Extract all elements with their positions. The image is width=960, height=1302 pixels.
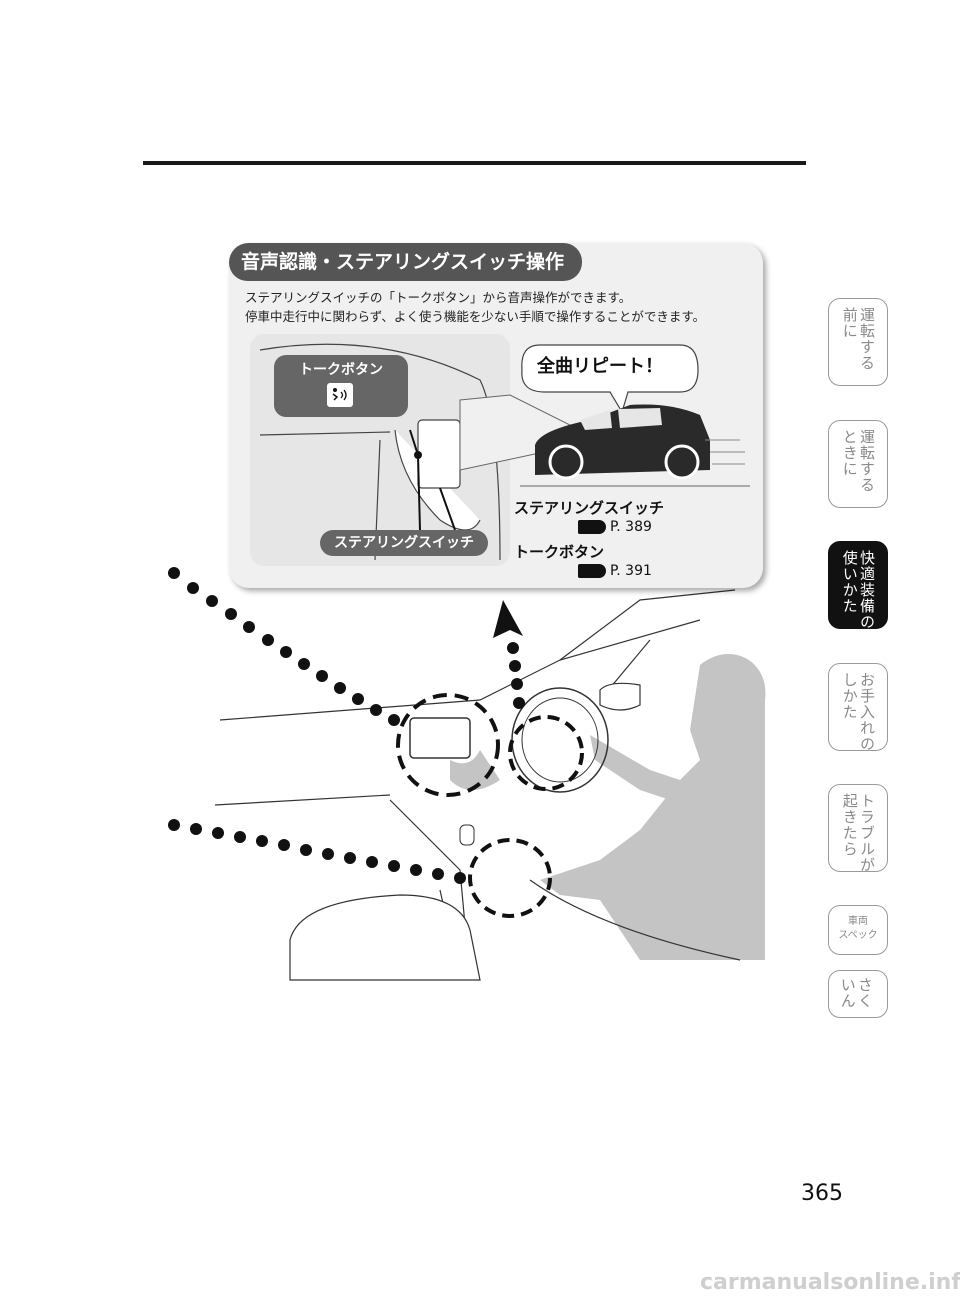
- description-line-2: 停車中走行中に関わらず、よく使う機能を少ない手順で操作することができます。: [245, 309, 706, 324]
- tab-index-label: さく いん: [838, 977, 874, 1009]
- driver-arm: [590, 735, 680, 800]
- ref-steering-page[interactable]: P. 389: [578, 519, 652, 535]
- pointing-hand-icon: [578, 564, 606, 578]
- tab-before-driving-label: 運転する 前に: [840, 307, 876, 371]
- watermark: carmanualsonline.info: [700, 1270, 960, 1295]
- driver-silhouette: [540, 653, 766, 960]
- header-rule: [143, 161, 806, 165]
- description-line-1: ステアリングスイッチの「トークボタン」から音声操作ができます。: [245, 290, 632, 305]
- steering-switch-pill: ステアリングスイッチ: [320, 530, 488, 556]
- talk-button-label: トークボタン: [299, 362, 383, 378]
- tab-specs-label-2: スペック: [838, 930, 878, 941]
- pointing-hand-icon: [578, 520, 606, 534]
- callout-description: ステアリングスイッチの「トークボタン」から音声操作ができます。 停車中走行中に関…: [245, 288, 705, 326]
- tab-specs-label-1: 車両: [848, 916, 868, 927]
- dotted-guide-upper: [168, 567, 400, 726]
- tab-while-driving-label: 運転する ときに: [840, 429, 876, 493]
- tab-before-driving[interactable]: 運転する 前に: [828, 298, 888, 386]
- dotted-guide-lower: [168, 819, 466, 884]
- arrow-head-icon: [493, 600, 523, 638]
- speech-bubble-text: 全曲リピート！: [537, 356, 663, 377]
- tab-specs[interactable]: 車両 スペック: [828, 905, 888, 955]
- tab-maintenance-label: お手入れの しかた: [840, 672, 876, 752]
- talk-button-callout: トークボタン: [274, 355, 408, 417]
- tab-comfort-features-label: 快適装備の 使いかた: [840, 550, 876, 630]
- tab-maintenance[interactable]: お手入れの しかた: [828, 663, 888, 752]
- tab-comfort-features[interactable]: 快適装備の 使いかた: [828, 541, 888, 630]
- callout-title: 音声認識・ステアリングスイッチ操作: [229, 243, 583, 281]
- ref-talk-label: トークボタン: [514, 543, 605, 561]
- ref-talk-page[interactable]: P. 391: [578, 563, 652, 579]
- page-number: 365: [801, 1181, 843, 1206]
- tab-trouble[interactable]: トラブルが 起きたら: [828, 784, 888, 873]
- voice-talk-icon: [327, 383, 353, 407]
- tab-trouble-label: トラブルが 起きたら: [840, 793, 876, 873]
- dotted-guide-vertical: [507, 642, 525, 709]
- tab-while-driving[interactable]: 運転する ときに: [828, 420, 888, 508]
- ref-steering-label: ステアリングスイッチ: [514, 499, 665, 517]
- tab-index[interactable]: さく いん: [828, 970, 888, 1018]
